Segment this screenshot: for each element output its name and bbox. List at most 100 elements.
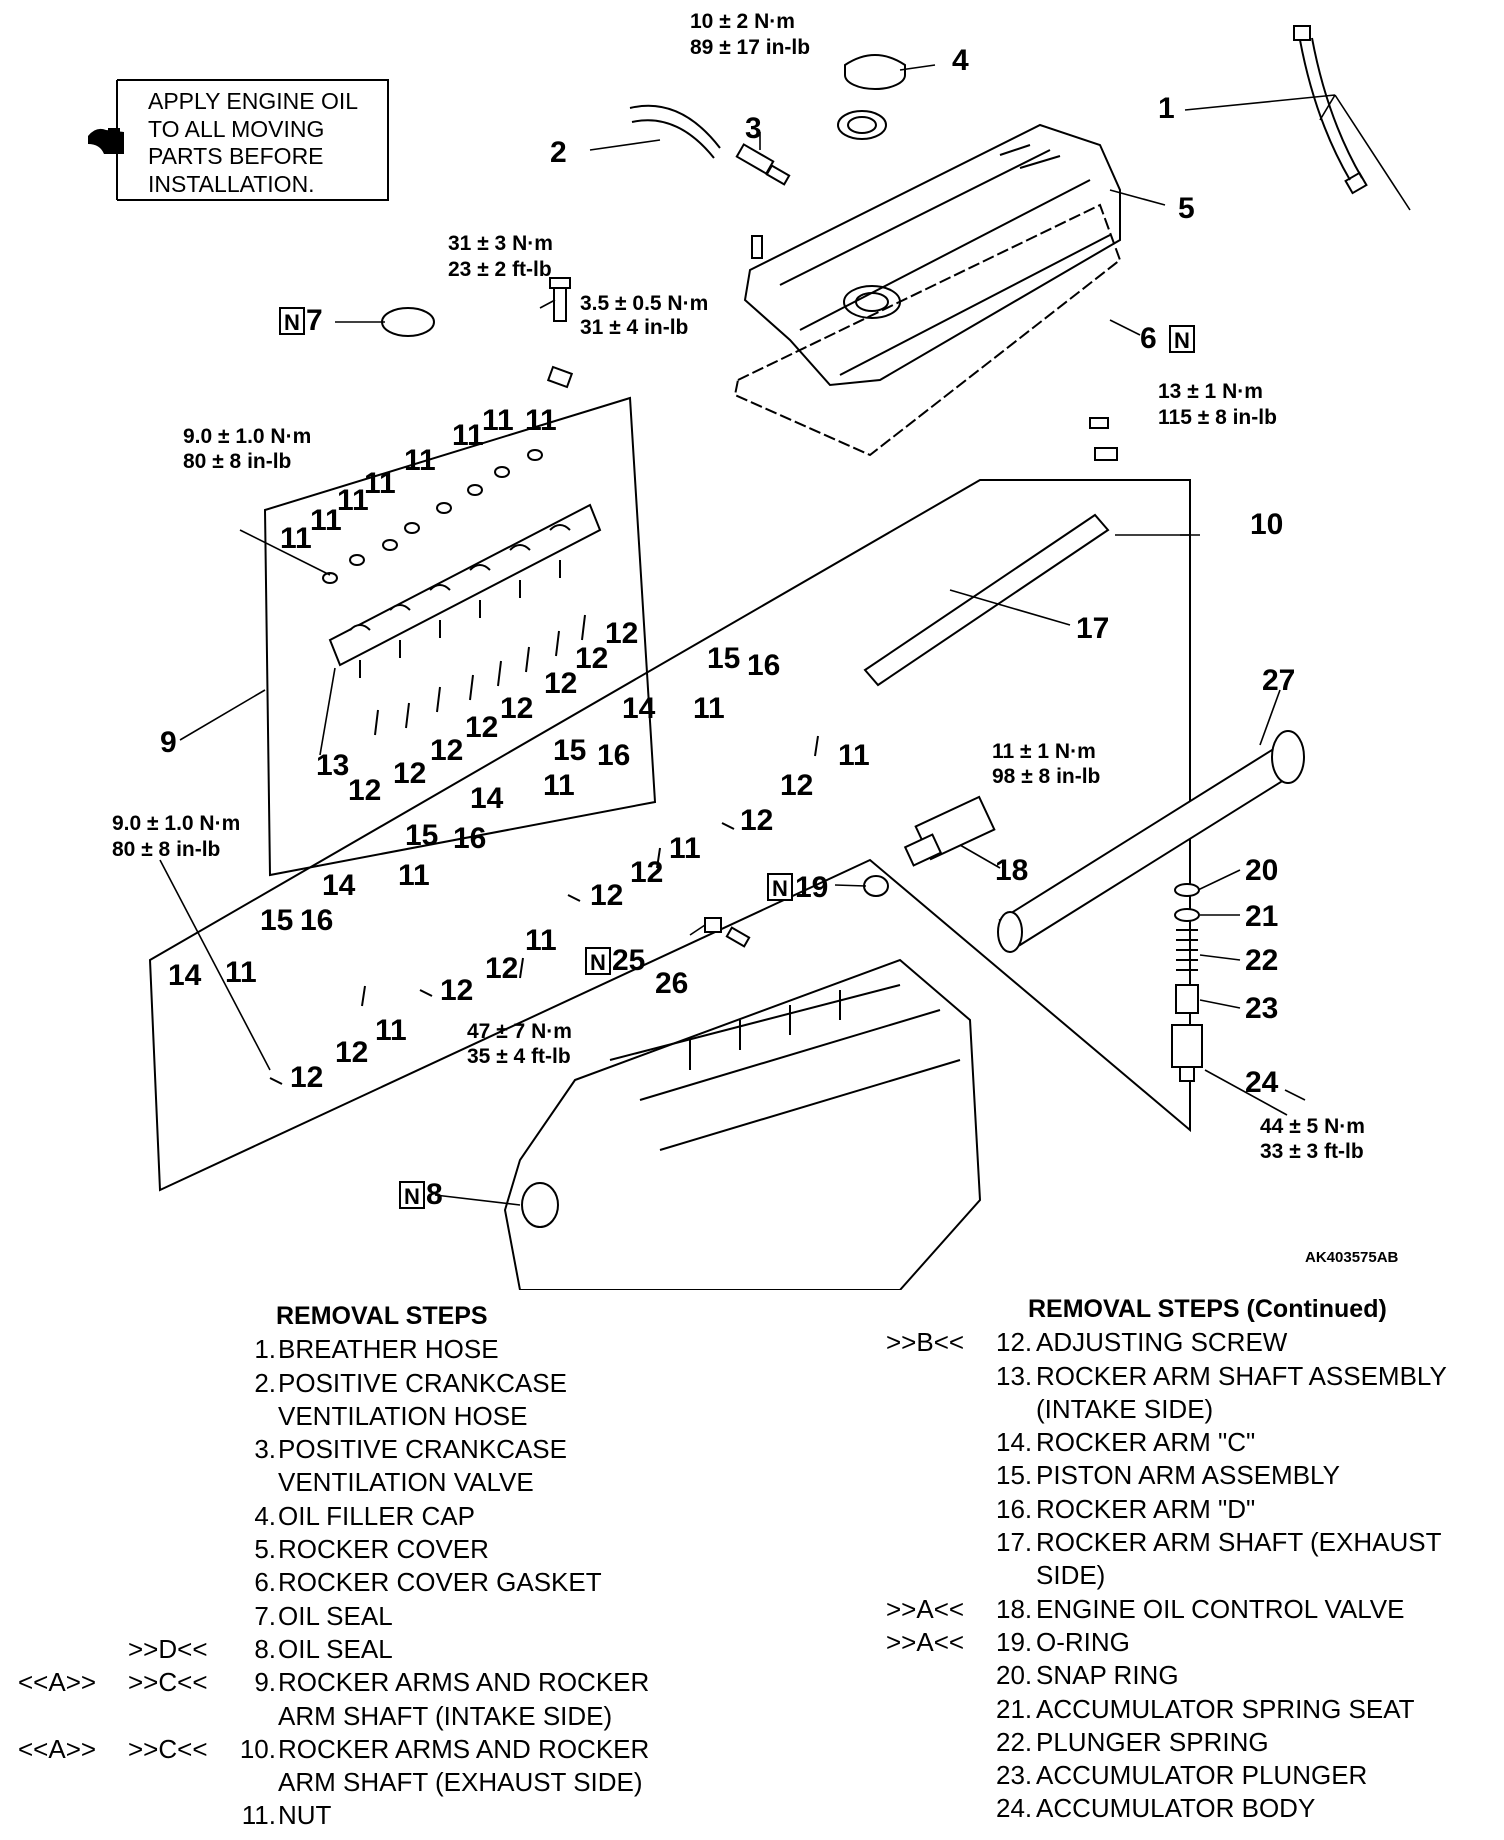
callout-15: 15 — [405, 819, 438, 852]
step-text: ROCKER ARM SHAFT (EXHAUST — [1036, 1527, 1442, 1558]
torque-10-nm: 9.0 ± 1.0 N·m — [112, 812, 240, 835]
step-row: ARM SHAFT (EXHAUST SIDE) — [0, 1766, 700, 1799]
step-ref-2: >>C<< — [128, 1667, 208, 1698]
callout-11: 11 — [364, 467, 396, 500]
step-text: POSITIVE CRANKCASE — [278, 1367, 567, 1398]
rocker-cover-gasket — [733, 203, 1122, 457]
step-text: ROCKER ARMS AND ROCKER — [278, 1667, 650, 1698]
step-text: SNAP RING — [1036, 1660, 1179, 1691]
step-row: 21.ACCUMULATOR SPRING SEAT — [874, 1693, 1504, 1726]
torque-rc-ftlb: 23 ± 2 ft-lb — [448, 258, 552, 281]
intake-rocker-shaft-assembly — [328, 503, 602, 678]
step-row: <<A>>>>C<<10.ROCKER ARMS AND ROCKER — [0, 1733, 700, 1766]
figure-id: AK403575AB — [1305, 1249, 1399, 1266]
step-text: BREATHER HOSE — [278, 1334, 499, 1365]
oil-seal-8 — [521, 1182, 559, 1228]
step-number: 22. — [996, 1726, 1033, 1757]
step-number: 9. — [254, 1667, 276, 1698]
step-number: 4. — [254, 1500, 276, 1531]
torque-25-ftlb: 35 ± 4 ft-lb — [467, 1045, 571, 1068]
callout-17: 17 — [1076, 612, 1109, 645]
callout-12: 12 — [430, 734, 463, 767]
callout-12: 12 — [335, 1036, 368, 1069]
callouts-11: 11 11 11 11 11 11 11 11 11 11 11 11 11 1… — [225, 404, 870, 1047]
step-number: 17. — [996, 1527, 1033, 1558]
torque-10-inlb: 80 ± 8 in-lb — [112, 838, 220, 861]
callout-14: 14 — [168, 959, 202, 992]
callout-12: 12 — [575, 642, 608, 675]
step-number: 7. — [254, 1600, 276, 1631]
oil-control-valve — [903, 795, 996, 867]
o-ring-19 — [863, 875, 889, 897]
callout-12: 12 — [500, 692, 533, 725]
step-number: 6. — [254, 1567, 276, 1598]
callout-11: 11 — [310, 504, 342, 537]
note-line-1: APPLY ENGINE OIL — [148, 88, 358, 114]
note-line-4: INSTALLATION. — [148, 171, 315, 197]
step-row: SIDE) — [874, 1559, 1504, 1592]
steps-title-row: REMOVAL STEPS (Continued) — [874, 1293, 1504, 1326]
step-text: PLUNGER SPRING — [1036, 1726, 1269, 1757]
torque-gasket-nm: 13 ± 1 N·m — [1158, 380, 1263, 403]
callout-11: 11 — [482, 404, 514, 437]
step-ref: >>A<< — [886, 1593, 965, 1624]
callout-14: 14 — [622, 692, 656, 725]
step-text: ACCUMULATOR SPRING SEAT — [1036, 1693, 1415, 1724]
nuts-and-screws — [269, 449, 819, 1085]
step-number: 8. — [254, 1633, 276, 1664]
step-text: ARM SHAFT (INTAKE SIDE) — [278, 1700, 613, 1731]
callout-21: 21 — [1245, 900, 1278, 933]
step-text: ROCKER COVER GASKET — [278, 1567, 602, 1598]
step-row: 16.ROCKER ARM "D" — [874, 1493, 1504, 1526]
callout-10: 10 — [1250, 508, 1283, 541]
callout-4: 4 — [952, 44, 969, 77]
step-ref-1: <<A>> — [18, 1667, 97, 1698]
callout-12: 12 — [630, 856, 663, 889]
step-text: PISTON ARM ASSEMBLY — [1036, 1460, 1340, 1491]
step-ref-2: >>C<< — [128, 1733, 208, 1764]
callout-14: 14 — [322, 869, 356, 902]
step-text: ROCKER COVER — [278, 1534, 489, 1565]
callout-11: 11 — [404, 444, 436, 477]
step-text: VENTILATION VALVE — [278, 1467, 534, 1498]
step-row: >>B<<12.ADJUSTING SCREW — [874, 1326, 1504, 1359]
callout-22: 22 — [1245, 944, 1278, 977]
callout-23: 23 — [1245, 992, 1278, 1025]
intake-side-box — [263, 396, 657, 877]
callout-3: 3 — [745, 112, 762, 145]
callout-11: 11 — [525, 404, 557, 437]
step-row: >>D<<8.OIL SEAL — [0, 1633, 700, 1666]
callout-13: 13 — [316, 749, 349, 782]
step-row: ARM SHAFT (INTAKE SIDE) — [0, 1700, 700, 1733]
callout-26: 26 — [655, 967, 688, 1000]
pcv-valve — [735, 143, 791, 186]
callout-19: 19 — [795, 871, 828, 904]
step-text: ROCKER ARM "C" — [1036, 1427, 1256, 1458]
step-row: <<A>> >>C<< 9.ROCKER ARMS AND ROCKER — [0, 1666, 700, 1699]
cylinder-head — [503, 958, 982, 1290]
torque-rc2-inlb: 31 ± 4 in-lb — [580, 316, 688, 339]
step-ref-2: >>D<< — [128, 1633, 208, 1664]
callout-9: 9 — [160, 726, 177, 759]
step-row: 13.ROCKER ARM SHAFT ASSEMBLY — [874, 1360, 1504, 1393]
pcv-hose — [629, 104, 721, 159]
torque-3-nm: 10 ± 2 N·m — [690, 10, 795, 33]
step-row: 4.OIL FILLER CAP — [0, 1500, 700, 1533]
callout-16: 16 — [300, 904, 333, 937]
step-text: ARM SHAFT (EXHAUST SIDE) — [278, 1767, 643, 1798]
step-row: (INTAKE SIDE) — [874, 1393, 1504, 1426]
step-number: 12. — [996, 1327, 1033, 1358]
oil-note: APPLY ENGINE OIL TO ALL MOVING PARTS BEF… — [88, 79, 389, 201]
callout-24: 24 — [1245, 1066, 1279, 1099]
step-row: 17.ROCKER ARM SHAFT (EXHAUST — [874, 1526, 1504, 1559]
step-number: 14. — [996, 1427, 1033, 1458]
callout-12: 12 — [590, 879, 623, 912]
callout-8: 8 — [426, 1178, 443, 1211]
torque-24-ftlb: 33 ± 3 ft-lb — [1260, 1140, 1364, 1163]
callout-11: 11 — [280, 522, 312, 555]
torque-rc-nm: 31 ± 3 N·m — [448, 232, 553, 255]
callout-16: 16 — [453, 822, 486, 855]
callout-11: 11 — [375, 1014, 407, 1047]
new-mark-19: N — [772, 876, 788, 901]
step-number: 18. — [996, 1593, 1033, 1624]
